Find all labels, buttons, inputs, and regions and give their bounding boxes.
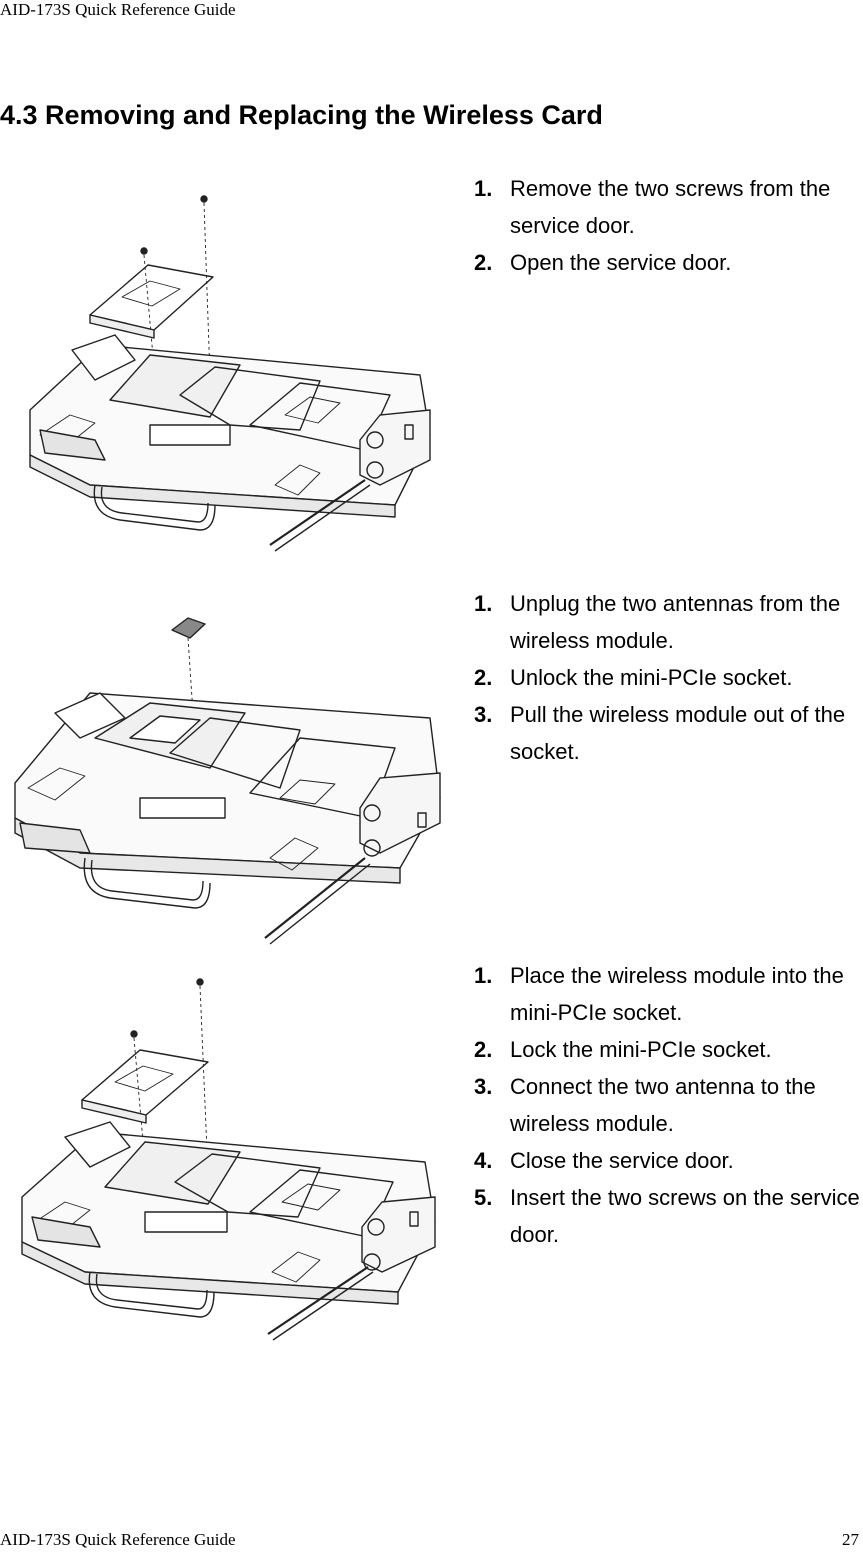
- service-door-panel: [81, 1049, 209, 1124]
- step-number: 4.: [474, 1148, 493, 1173]
- running-footer: AID-173S Quick Reference Guide 27: [0, 1530, 863, 1550]
- step-text: Close the service door.: [510, 1148, 734, 1173]
- device-body: [14, 692, 441, 945]
- list-item: 3. Connect the two antenna to the wireles…: [474, 1068, 863, 1142]
- list-item: 4. Close the service door.: [474, 1142, 863, 1179]
- device-body: [29, 334, 431, 552]
- step-number: 1.: [474, 176, 493, 201]
- page-number: 27: [842, 1530, 859, 1549]
- step-text: Remove the two screws from the service d…: [510, 176, 831, 238]
- section-title: 4.3 Removing and Replacing the Wireless …: [0, 100, 603, 130]
- step-number: 5.: [474, 1185, 493, 1210]
- figure-remove-wireless-module: [0, 608, 460, 948]
- list-item: 1. Unplug the two antennas from the wirel…: [474, 585, 863, 659]
- step-text: Unlock the mini-PCIe socket.: [510, 665, 793, 690]
- list-item: 2. Unlock the mini-PCIe socket.: [474, 659, 863, 696]
- steps-list: 1. Place the wireless module into the min…: [474, 957, 863, 1253]
- step-text: Insert the two screws on the service doo…: [510, 1185, 860, 1247]
- running-header: AID-173S Quick Reference Guide: [0, 0, 236, 19]
- steps-list: 1. Remove the two screws from the service…: [474, 170, 863, 281]
- step-number: 2.: [474, 1037, 493, 1062]
- service-door-panel: [89, 264, 214, 339]
- list-item: 2. Open the service door.: [474, 244, 863, 281]
- list-item: 5. Insert the two screws on the service d…: [474, 1179, 863, 1253]
- step-text: Unplug the two antennas from the wireles…: [510, 591, 841, 653]
- step-number: 1.: [474, 963, 493, 988]
- step-text: Open the service door.: [510, 250, 732, 275]
- figure-replace-service-door: [0, 972, 460, 1357]
- steps-list: 1. Unplug the two antennas from the wirel…: [474, 585, 863, 770]
- step-number: 3.: [474, 1074, 493, 1099]
- list-item: 1. Remove the two screws from the service…: [474, 170, 863, 244]
- list-item: 2. Lock the mini-PCIe socket.: [474, 1031, 863, 1068]
- list-item: 3. Pull the wireless module out of the so…: [474, 696, 863, 770]
- screw-icon: [130, 1030, 151, 1223]
- step-number: 2.: [474, 665, 493, 690]
- step-text: Place the wireless module into the mini-…: [510, 963, 844, 1025]
- device-body: [21, 1121, 436, 1341]
- footer-title: AID-173S Quick Reference Guide: [0, 1530, 236, 1549]
- screw-icon: [196, 978, 211, 1223]
- step-text: Pull the wireless module out of the sock…: [510, 702, 846, 764]
- list-item: 1. Place the wireless module into the min…: [474, 957, 863, 1031]
- figure-remove-service-door: [0, 185, 460, 570]
- step-text: Connect the two antenna to the wireless …: [510, 1074, 816, 1136]
- step-number: 1.: [474, 591, 493, 616]
- step-number: 3.: [474, 702, 493, 727]
- step-number: 2.: [474, 250, 493, 275]
- step-text: Lock the mini-PCIe socket.: [510, 1037, 772, 1062]
